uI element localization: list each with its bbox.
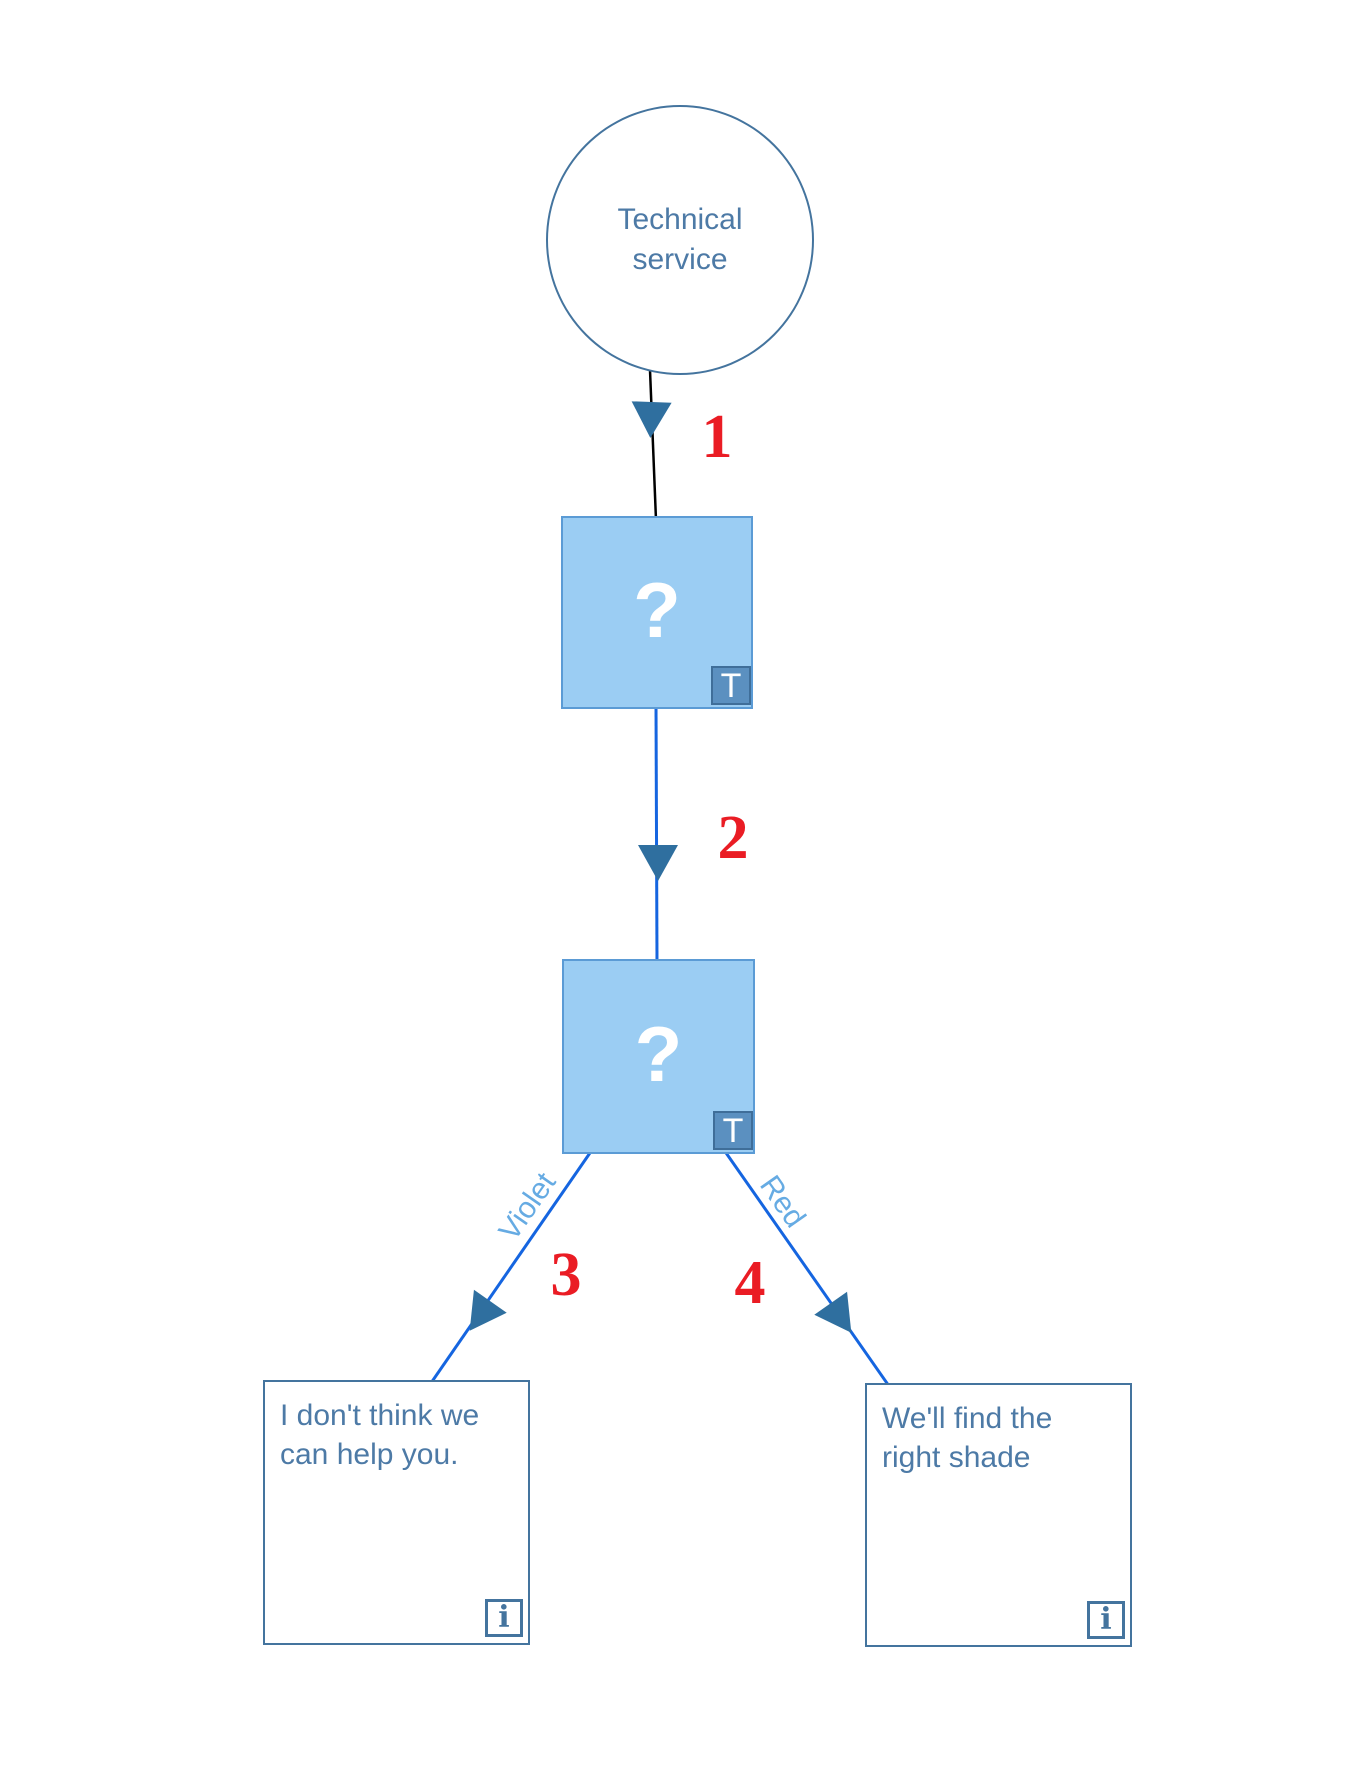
text-type-badge: T — [711, 666, 751, 705]
start-node[interactable]: Technical service — [546, 105, 814, 375]
arrowhead-down-icon — [638, 845, 678, 881]
message-text: I don't think we can help you. — [280, 1399, 480, 1471]
arrowhead-down-right-icon — [814, 1291, 852, 1333]
edge-line-3 — [429, 1149, 594, 1384]
edge-line-4 — [722, 1149, 891, 1387]
info-icon: i — [1087, 1601, 1125, 1639]
question-mark-icon: ? — [633, 565, 681, 654]
edge-line-1 — [648, 369, 658, 521]
step-number-1: 1 — [701, 403, 733, 471]
message-node-2[interactable]: We'll find the right shade i — [865, 1383, 1132, 1647]
message-node-1[interactable]: I don't think we can help you. i — [263, 1380, 530, 1645]
question-node-2[interactable]: ? T — [562, 959, 755, 1154]
step-number-4: 4 — [734, 1249, 766, 1317]
question-mark-icon: ? — [634, 1009, 683, 1098]
text-type-badge: T — [713, 1111, 753, 1150]
arrowhead-down-icon — [631, 401, 672, 438]
step-number-3: 3 — [550, 1241, 582, 1309]
arrowhead-down-left-icon — [469, 1289, 507, 1331]
start-node-label: Technical service — [617, 203, 743, 276]
step-number-2: 2 — [717, 804, 749, 872]
info-icon: i — [485, 1599, 523, 1637]
message-text: We'll find the right shade — [882, 1402, 1053, 1474]
edge-line-2 — [654, 704, 659, 963]
question-node-1[interactable]: ? T — [561, 516, 753, 709]
